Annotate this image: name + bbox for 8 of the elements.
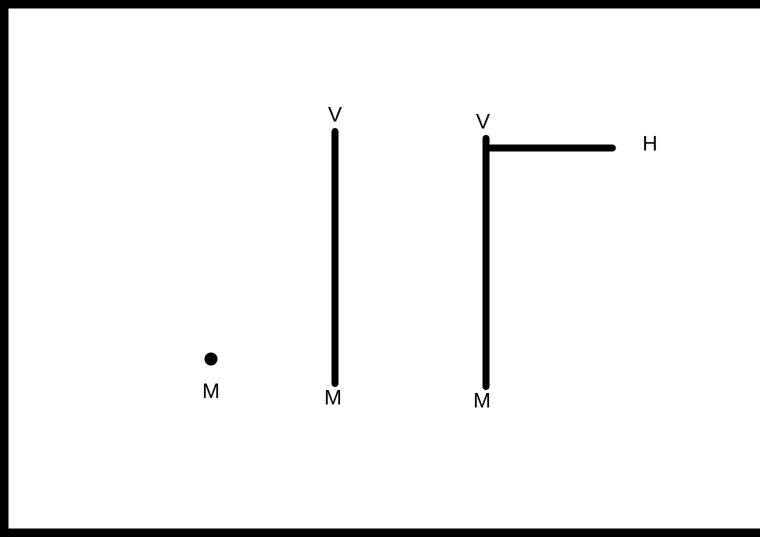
point-label: H (642, 134, 658, 154)
point-label: M (324, 388, 342, 408)
line (482, 135, 616, 152)
point-label: V (328, 104, 342, 126)
point-label: M (202, 381, 220, 402)
line (332, 128, 338, 387)
point-label: V (476, 112, 490, 132)
point-label: M (473, 390, 491, 412)
